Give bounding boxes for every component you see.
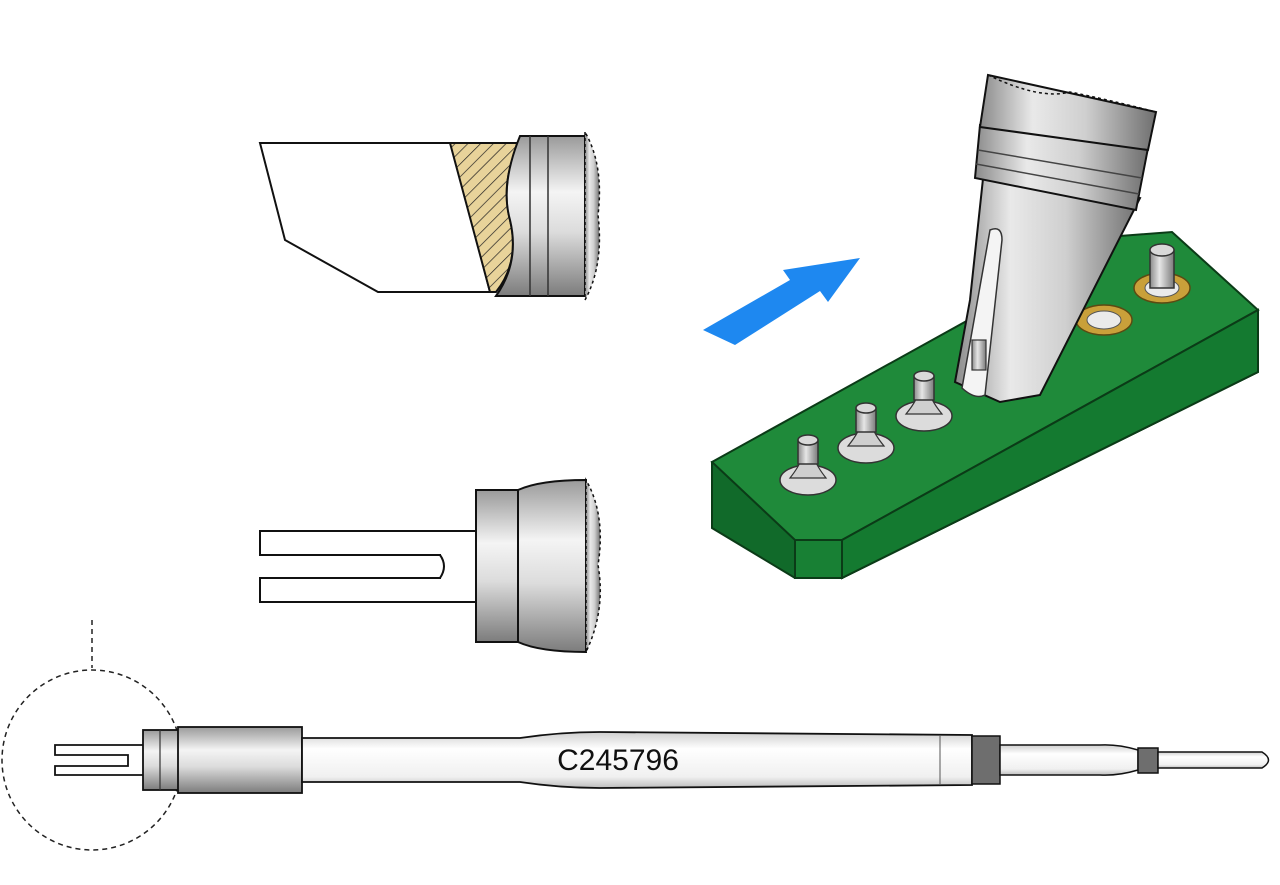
fork-collar-broken-end <box>585 477 602 653</box>
solder-joint <box>895 370 953 432</box>
fork-collar-step <box>517 478 587 654</box>
part-number-label: C245796 <box>557 744 679 777</box>
tip-upper-shaft <box>978 73 1158 152</box>
cartridge-connector-pin <box>1157 751 1270 769</box>
cartridge-band <box>971 735 1001 785</box>
chisel-tip-side-view <box>258 129 601 301</box>
cartridge-shaft <box>301 731 973 789</box>
tip-body-lower <box>953 158 1142 404</box>
tip-collar-broken-end <box>584 129 601 301</box>
fork-tip-top-view <box>259 477 602 654</box>
cartridge-thin-shaft <box>999 744 1139 776</box>
tip-in-use <box>953 73 1158 404</box>
arrow-up-right-icon <box>703 258 860 345</box>
fork-slot <box>262 554 445 579</box>
cartridge-sleeve <box>177 726 303 794</box>
solder-joint <box>837 402 895 464</box>
cartridge-full-view: C245796 <box>1 620 1270 851</box>
tip-collar <box>494 135 586 297</box>
gold-pad <box>1075 304 1133 336</box>
solder-joint <box>779 434 837 496</box>
cartridge-fork <box>54 744 146 776</box>
gold-pad <box>1133 243 1191 304</box>
chisel-blade <box>258 142 492 293</box>
pcb-illustration <box>710 73 1260 580</box>
